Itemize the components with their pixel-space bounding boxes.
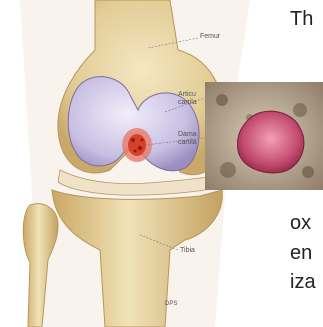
articular-cartilage-label-2: cartila — [178, 99, 197, 107]
slide-text-line-3: iza — [290, 271, 316, 293]
cell-cluster — [237, 111, 303, 173]
damaged-cartilage-spot — [122, 128, 152, 162]
slide-text-line-1: ox — [290, 212, 311, 234]
tibia-label: Tibia — [180, 247, 195, 255]
femur-label: Femur — [200, 33, 220, 41]
cartilage-cell-micrograph — [205, 82, 323, 190]
figure-caption: DPS — [165, 300, 177, 308]
articular-cartilage-label: Articu — [178, 91, 196, 99]
slide-text-top: Th — [290, 8, 313, 30]
damaged-cartilage-label: Dama — [178, 131, 197, 139]
damaged-cartilage-label-2: cartila — [178, 139, 197, 147]
slide-text-line-2: en — [290, 242, 312, 264]
